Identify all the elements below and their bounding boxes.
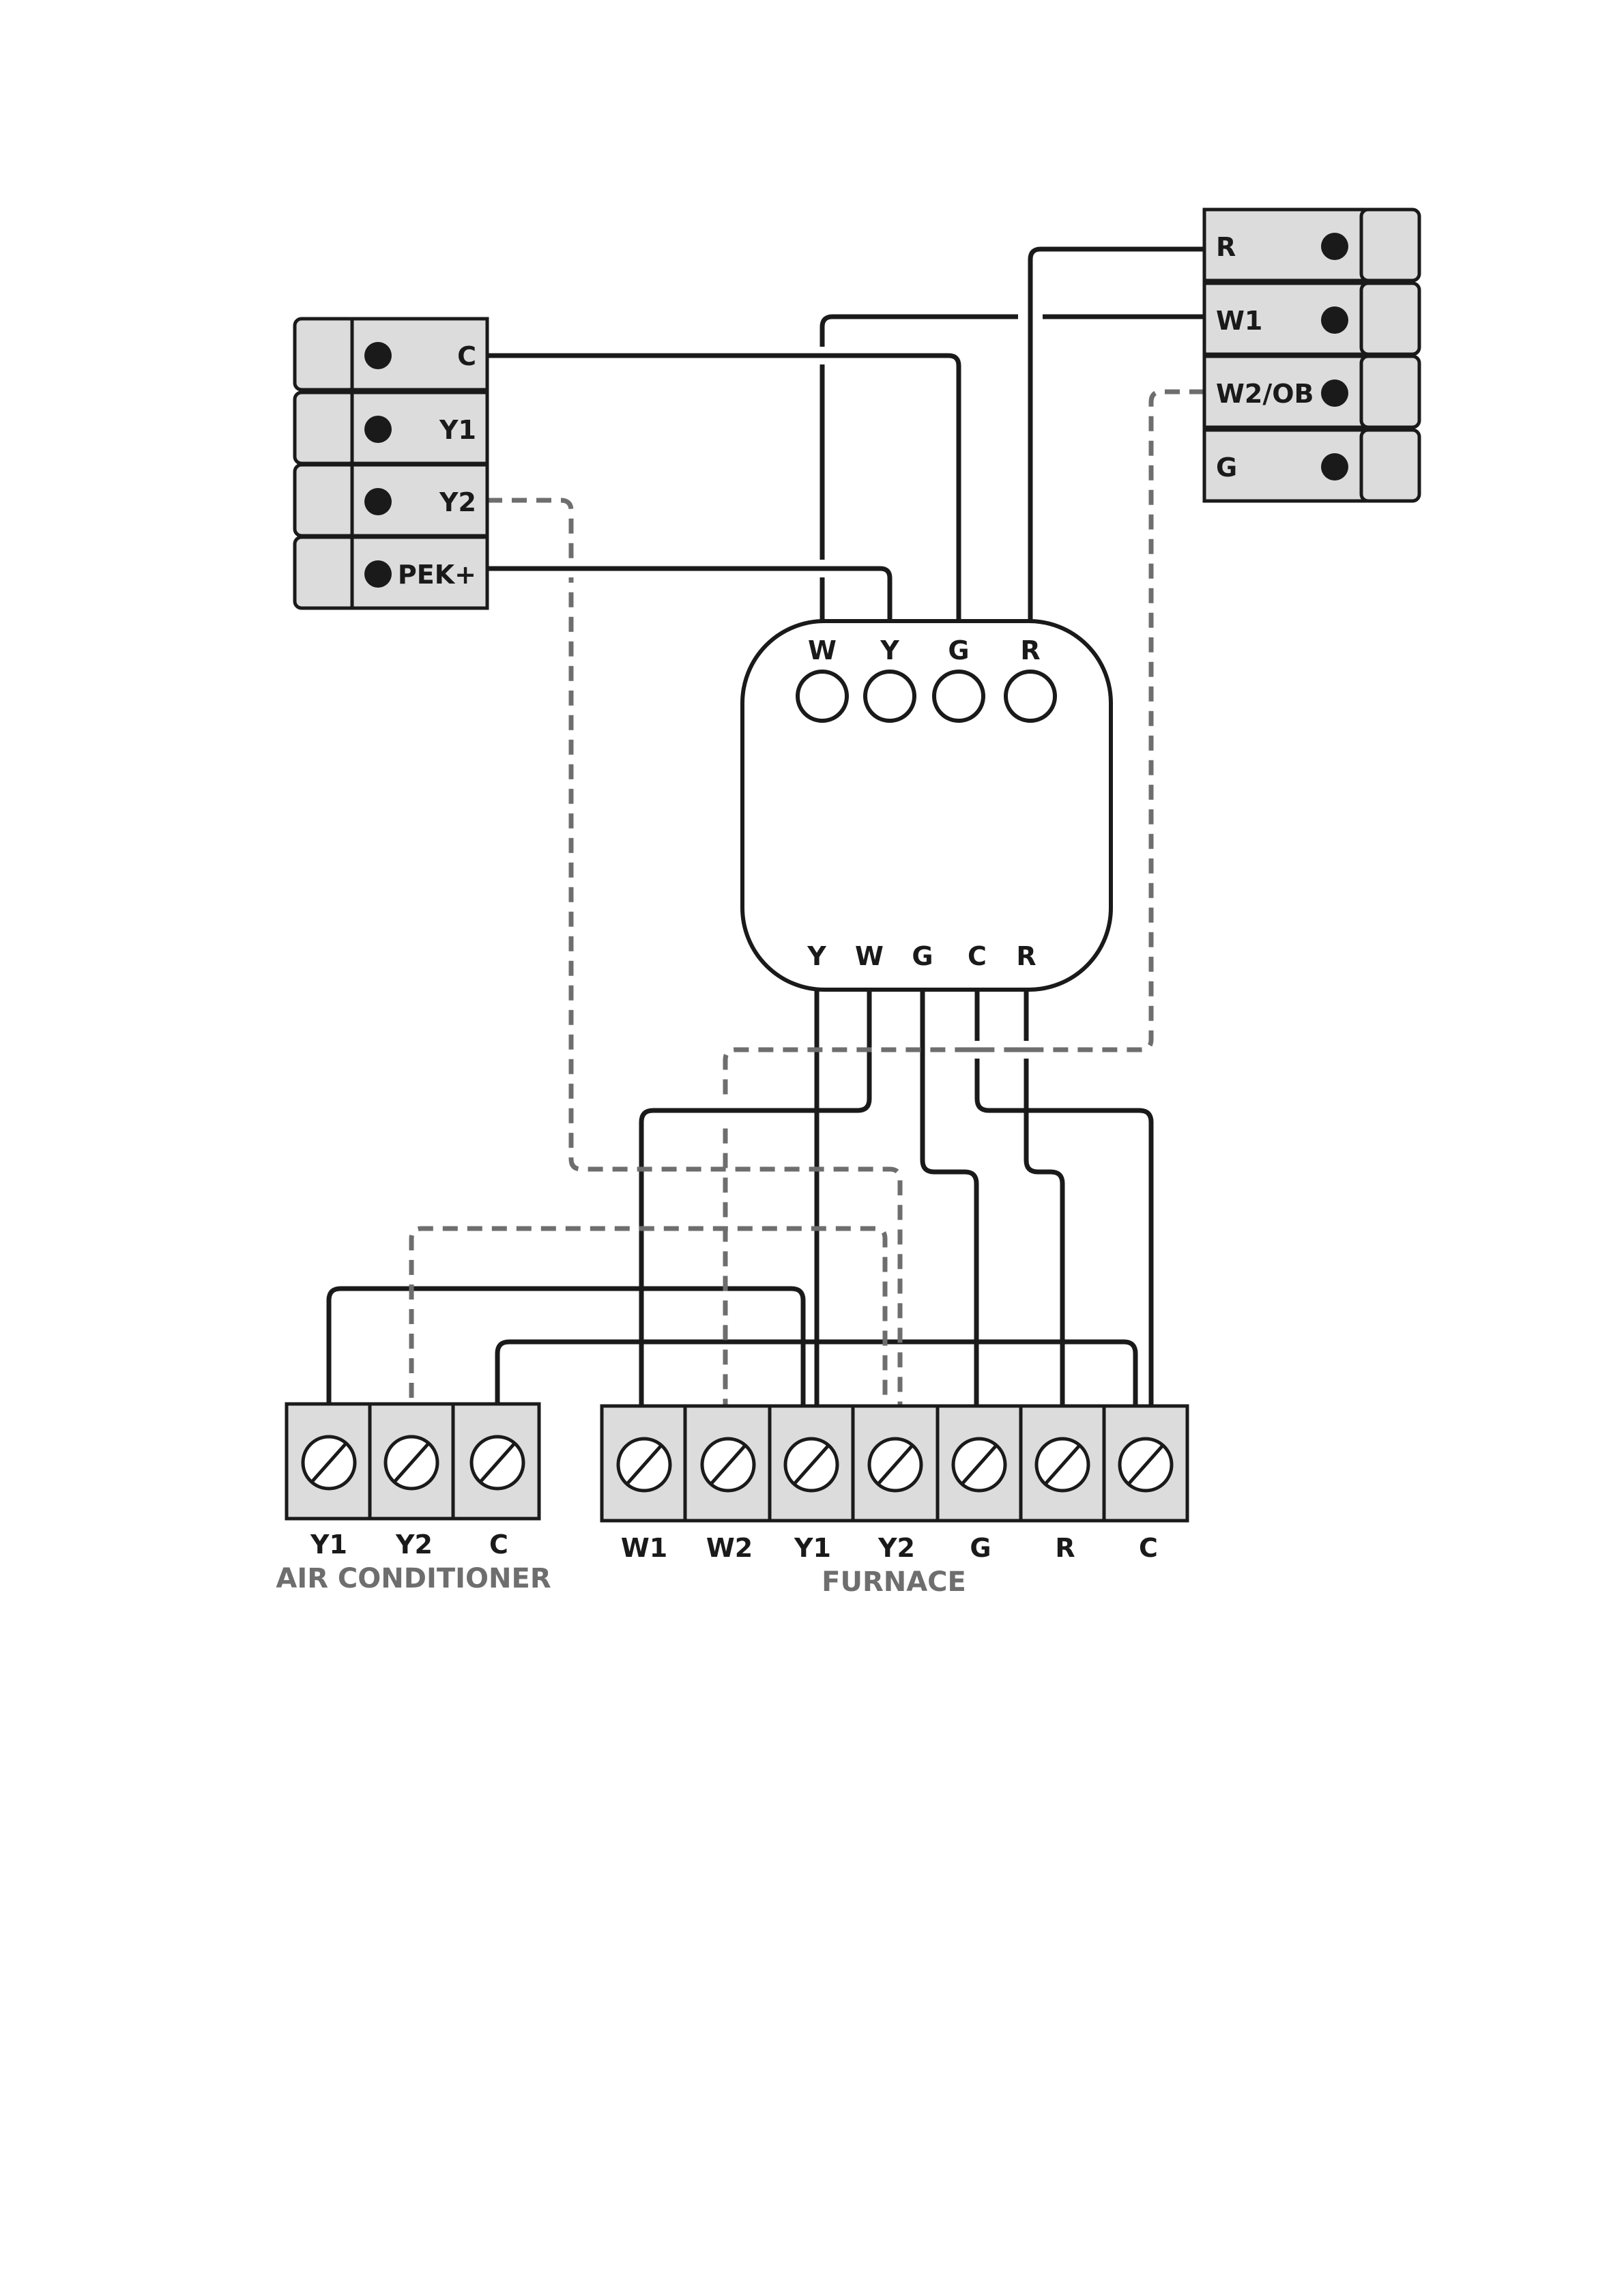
terminal-dot-icon (1321, 379, 1348, 407)
ac-terminal-label-y1: Y1 (310, 1530, 347, 1560)
control-module: W Y G R Y W G C R (740, 619, 1113, 992)
terminal-dot-icon (1321, 233, 1348, 260)
ac-terminal-label-y2: Y2 (395, 1530, 433, 1560)
air-conditioner-terminal-strip: Y1 Y2 C AIR CONDITIONER (276, 1402, 551, 1594)
terminal-label: R (1216, 232, 1236, 262)
module-top-label-w: W (808, 635, 837, 665)
terminal-hole-icon (932, 670, 985, 723)
heatpump-terminal-block: R W1 W2/OB G (1202, 207, 1421, 503)
module-bottom-label-r: R (1016, 941, 1036, 971)
screw-icon (469, 1435, 525, 1491)
screw-icon (1034, 1437, 1090, 1493)
module-bottom-label-c: C (968, 941, 987, 971)
module-bottom-label-y: Y (807, 941, 826, 971)
wire-y2-to-furnace-y2 (487, 498, 903, 1454)
terminal-label: Y2 (439, 487, 476, 517)
terminal-pek: PEK+ (293, 535, 489, 610)
screw-icon (700, 1437, 756, 1493)
terminal-dot-icon (364, 488, 392, 515)
terminal-dot-icon (1321, 453, 1348, 480)
solid-wires (326, 246, 1207, 1456)
screw-icon (783, 1437, 839, 1493)
terminal-dot-icon (364, 342, 392, 369)
furnace-terminal-label-c: C (1139, 1533, 1158, 1563)
screw-icon (616, 1437, 672, 1493)
wire-module-c-to-furnace-c (974, 987, 1154, 1456)
module-bottom-label-g: G (912, 941, 933, 971)
terminal-label: G (1216, 453, 1237, 483)
terminal-c: C (293, 317, 489, 392)
terminal-hole-icon (796, 670, 849, 723)
module-top-label-r: R (1020, 635, 1040, 665)
furnace-terminal-label-y2: Y2 (878, 1533, 915, 1563)
terminal-dot-icon (1321, 306, 1348, 334)
crossing-overdraw (558, 304, 1036, 1113)
terminal-hole-icon (863, 670, 916, 723)
furnace-terminal-strip: W1 W2 Y1 Y2 G R C FURNACE (600, 1404, 1189, 1598)
furnace-terminal-label-y1: Y1 (794, 1533, 831, 1563)
wire-ac-c-to-furnace-c (495, 1339, 1138, 1456)
module-body (740, 619, 1113, 992)
screw-icon (1118, 1437, 1174, 1493)
wire-ac-y1-to-furnace-y1 (326, 1286, 806, 1456)
terminal-label: PEK+ (398, 560, 476, 590)
terminal-r: R (1202, 207, 1421, 283)
terminal-y1: Y1 (293, 390, 489, 465)
module-bottom-label-w: W (855, 941, 884, 971)
air-conditioner-title: AIR CONDITIONER (276, 1563, 551, 1594)
furnace-terminal-label-r: R (1055, 1533, 1075, 1563)
screw-icon (383, 1435, 439, 1491)
dashed-wires (409, 389, 1204, 1454)
module-top-label-y: Y (880, 635, 899, 665)
terminal-dot-icon (364, 560, 392, 588)
wire-module-g-to-furnace-g (920, 987, 979, 1456)
terminal-label: C (457, 341, 476, 371)
ac-terminal-label-c: C (489, 1530, 508, 1560)
module-top-label-g: G (948, 635, 969, 665)
terminal-dot-icon (364, 416, 392, 443)
terminal-label: Y1 (439, 415, 476, 445)
screw-icon (867, 1437, 923, 1493)
wire-r-to-module-r (1028, 246, 1207, 624)
wire-module-w-to-furnace-w1 (639, 987, 872, 1456)
furnace-title: FURNACE (822, 1566, 966, 1598)
screw-icon (301, 1435, 357, 1491)
terminal-g: G (1202, 428, 1421, 503)
thermostat-terminal-block: C Y1 Y2 PEK+ (293, 317, 489, 610)
furnace-terminal-label-w2: W2 (706, 1533, 753, 1563)
wire-w2ob-to-furnace-w2 (723, 389, 1204, 1454)
screw-icon (951, 1437, 1007, 1493)
wire-c-to-module-g (484, 353, 961, 624)
terminal-y2: Y2 (293, 463, 489, 538)
wire-w1-to-module-w (820, 314, 1207, 624)
furnace-terminal-label-g: G (970, 1533, 991, 1563)
terminal-label: W2/OB (1216, 379, 1314, 409)
furnace-terminal-label-w1: W1 (621, 1533, 667, 1563)
wire-module-r-to-furnace-r (1024, 987, 1065, 1456)
wire-pek-to-module-y (484, 566, 893, 624)
terminal-w2ob: W2/OB (1202, 354, 1421, 429)
terminal-label: W1 (1216, 306, 1262, 336)
terminal-w1: W1 (1202, 281, 1421, 356)
wire-ac-y2-to-furnace-y2 (409, 1226, 888, 1454)
terminal-hole-icon (1004, 670, 1057, 723)
